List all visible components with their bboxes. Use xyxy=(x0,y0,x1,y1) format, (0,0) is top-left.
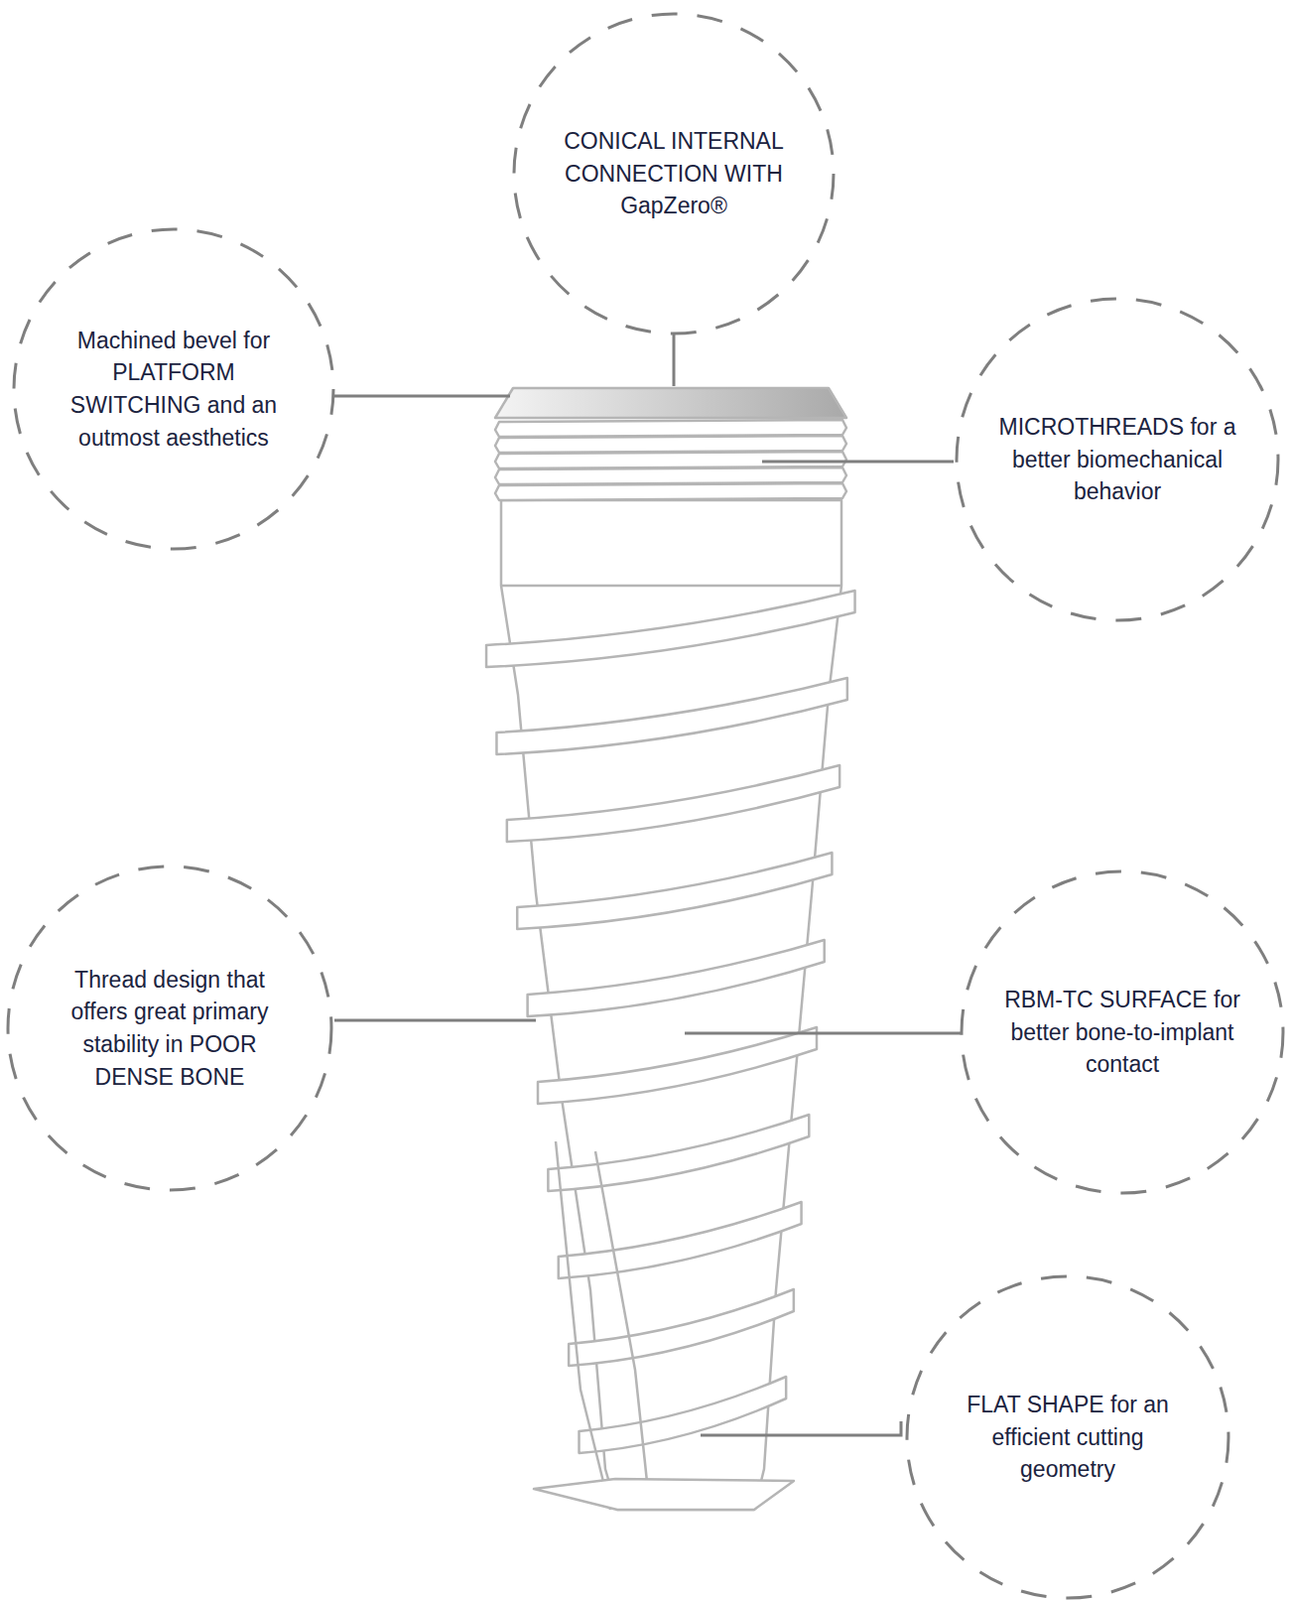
feature-circle: FLAT SHAPE for an efficient cutting geom… xyxy=(904,1274,1231,1600)
bevel xyxy=(495,387,847,418)
feature-text: Machined bevel for PLATFORM SWITCHING an… xyxy=(52,324,296,455)
leader-line xyxy=(700,1420,902,1435)
circle-content: CONICAL INTERNAL CONNECTION WITH GapZero… xyxy=(512,11,836,336)
circle-content: Thread design that offers great primary … xyxy=(5,864,334,1192)
thread-flank xyxy=(496,677,847,755)
thread-flank xyxy=(486,590,855,667)
circle-content: FLAT SHAPE for an efficient cutting geom… xyxy=(904,1274,1231,1600)
dashed-circle xyxy=(11,227,336,551)
leader-line xyxy=(333,394,511,398)
thread-flank xyxy=(516,852,832,929)
circle-content: MICROTHREADS for a better biomechanical … xyxy=(954,296,1281,623)
feature-text: RBM-TC SURFACE for better bone-to-implan… xyxy=(1000,983,1245,1081)
microthread xyxy=(495,483,847,501)
thread-flank xyxy=(568,1289,794,1366)
thread-flank xyxy=(558,1201,802,1279)
feature-circle: Thread design that offers great primary … xyxy=(5,864,334,1192)
thread-flank xyxy=(547,1114,809,1191)
circle-content: RBM-TC SURFACE for better bone-to-implan… xyxy=(959,869,1286,1195)
feature-text: CONICAL INTERNAL CONNECTION WITH GapZero… xyxy=(552,125,796,223)
microthread xyxy=(495,419,847,437)
leader-line xyxy=(762,460,954,464)
feature-circle: RBM-TC SURFACE for better bone-to-implan… xyxy=(959,869,1286,1195)
feature-circle: Machined bevel for PLATFORM SWITCHING an… xyxy=(11,227,336,551)
circle-outline xyxy=(514,13,834,334)
feature-circle: CONICAL INTERNAL CONNECTION WITH GapZero… xyxy=(512,11,836,336)
circle-content: Machined bevel for PLATFORM SWITCHING an… xyxy=(11,227,336,551)
apex-flat xyxy=(533,1478,794,1510)
circle-outline xyxy=(13,229,334,549)
thread-flank xyxy=(537,1027,817,1104)
collar-edge xyxy=(501,584,842,588)
circle-outline xyxy=(956,298,1279,621)
leader-line xyxy=(334,1019,536,1023)
feature-text: MICROTHREADS for a better biomechanical … xyxy=(995,410,1240,509)
leader-line xyxy=(672,333,676,387)
feature-text: FLAT SHAPE for an efficient cutting geom… xyxy=(945,1388,1190,1486)
circle-outline xyxy=(7,866,332,1190)
apex-flute xyxy=(555,1141,650,1510)
microthread xyxy=(495,435,847,453)
circle-outline xyxy=(906,1276,1229,1598)
feature-circle: MICROTHREADS for a better biomechanical … xyxy=(954,296,1281,623)
leader-line xyxy=(684,1032,961,1035)
microthread xyxy=(495,467,847,485)
thread-flank xyxy=(507,765,840,842)
dashed-circle xyxy=(5,864,334,1192)
feature-text: Thread design that offers great primary … xyxy=(46,963,293,1094)
thread-flank xyxy=(527,939,825,1017)
circle-outline xyxy=(961,871,1284,1193)
thread-flank xyxy=(579,1376,787,1453)
